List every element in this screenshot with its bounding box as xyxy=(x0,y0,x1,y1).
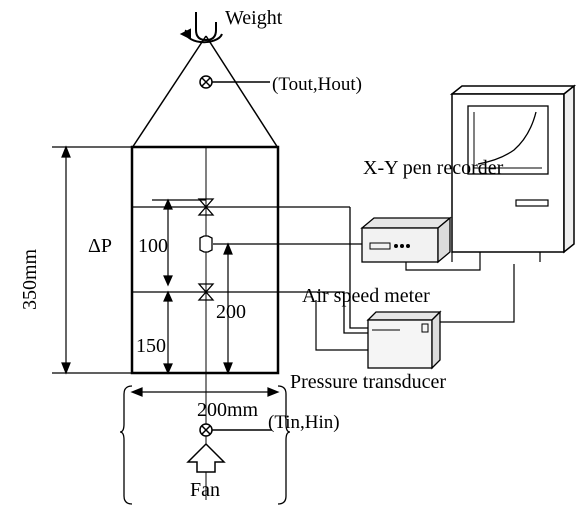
width-dimension xyxy=(130,387,280,397)
lower-spacing-label: 150 xyxy=(136,335,166,357)
fan-label: Fan xyxy=(190,479,220,501)
sensor-height-label: 200 xyxy=(216,301,246,323)
test-column xyxy=(130,145,280,375)
recorder-label: X-Y pen recorder xyxy=(363,157,504,179)
spacing-dimensions xyxy=(152,198,233,375)
xy-pen-recorder xyxy=(449,84,577,262)
outlet-sensor xyxy=(199,75,270,89)
upper-spacing-label: 100 xyxy=(138,235,168,257)
pressure-transducer-label: Pressure transducer xyxy=(290,371,446,393)
weight-label: Weight xyxy=(225,7,283,29)
air-speed-meter xyxy=(360,216,452,264)
transducer-wire xyxy=(434,264,515,323)
hood xyxy=(131,35,279,149)
delta-p-label: ΔP xyxy=(88,235,112,257)
overall-height-label: 350mm xyxy=(19,248,41,310)
inlet-duct xyxy=(119,385,291,505)
height-dimension xyxy=(52,145,132,375)
fan-arrow-icon xyxy=(186,442,226,473)
upper-tap-line xyxy=(349,207,372,329)
transducer-to-meter-wire xyxy=(315,300,368,351)
pressure-transducer xyxy=(366,310,442,370)
inlet-label: (Tin,Hin) xyxy=(268,412,340,433)
speed-meter-wire xyxy=(405,262,481,271)
speed-probe xyxy=(199,235,362,253)
width-label: 200mm xyxy=(197,399,259,421)
air-speed-meter-label: Air speed meter xyxy=(302,285,430,307)
outlet-label: (Tout,Hout) xyxy=(272,74,362,95)
inlet-sensor xyxy=(199,423,272,437)
pressure-tap-lower xyxy=(132,283,372,334)
weight-hook xyxy=(179,12,223,44)
